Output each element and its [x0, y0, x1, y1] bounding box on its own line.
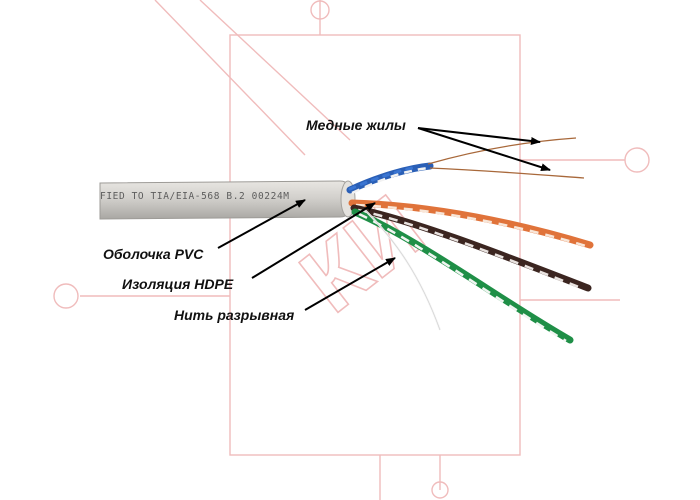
callout-arrows	[217, 127, 551, 311]
pair-orange	[348, 199, 594, 249]
label-hdpe-insulation: Изоляция HDPE	[122, 276, 234, 292]
label-pvc-sheath: Оболочка PVC	[103, 246, 204, 262]
ripcord-thread	[364, 209, 441, 331]
arrow-ripcord	[304, 257, 396, 311]
jacket-print: FIED TO TIA/EIA-568 B.2 00224M	[100, 191, 290, 202]
pair-brown	[350, 204, 592, 292]
cable-jacket: FIED TO TIA/EIA-568 B.2 00224M	[99, 180, 356, 220]
arrow-copper-2	[417, 127, 551, 172]
label-copper-wires: Медные жилы	[306, 117, 406, 133]
label-ripcord: Нить разрывная	[174, 307, 295, 323]
arrow-sheath	[217, 199, 306, 249]
arrow-insulation	[251, 202, 376, 279]
pair-blue	[346, 162, 434, 195]
watermark-frame	[229, 34, 521, 456]
arrow-copper-1	[417, 127, 541, 145]
pair-green	[351, 208, 574, 344]
copper-wires	[427, 137, 585, 179]
